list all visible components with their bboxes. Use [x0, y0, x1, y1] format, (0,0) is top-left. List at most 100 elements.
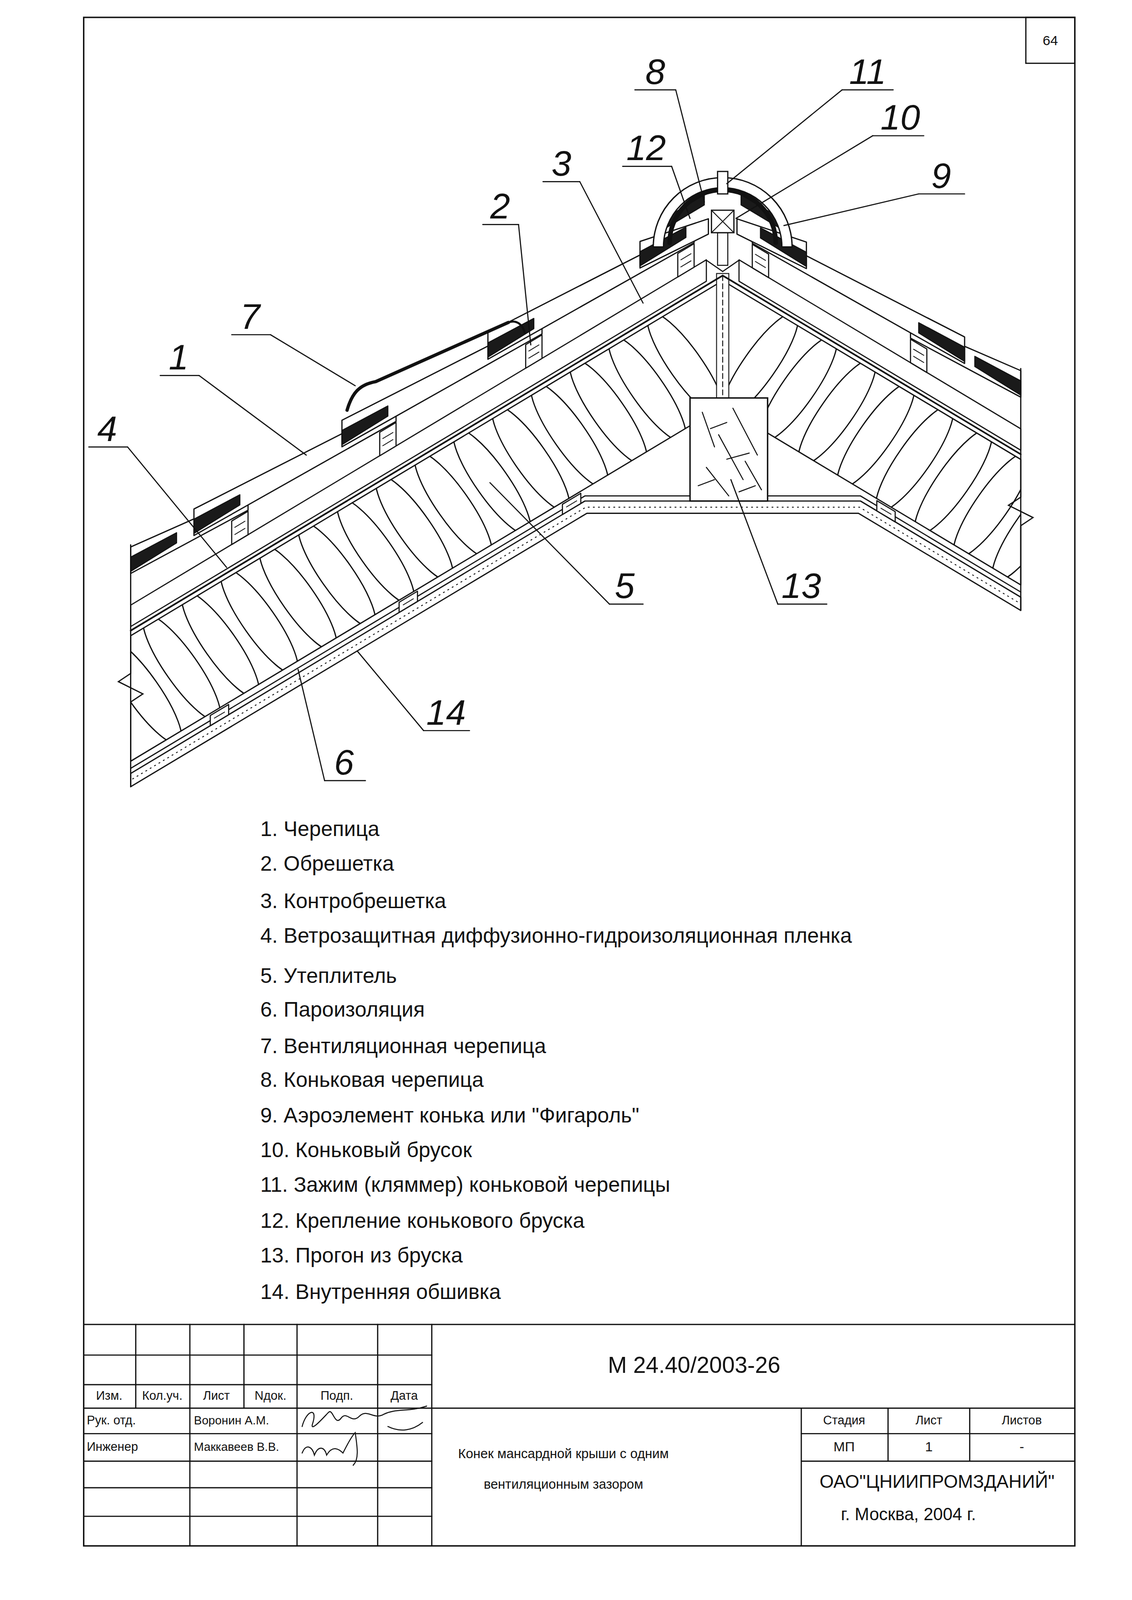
ridge-batten-bracket [669, 189, 777, 243]
batten-mark [755, 261, 766, 268]
table-line [83, 1324, 1075, 1326]
table-line [189, 1325, 191, 1547]
part-list-item: 6. Пароизоляция [260, 999, 425, 1021]
table-cell: Лист [203, 1390, 230, 1403]
callout-underline [622, 165, 672, 167]
table-line [969, 1408, 971, 1462]
part-list-item: 7. Вентиляционная черепица [260, 1035, 546, 1057]
insulation-loop [209, 560, 309, 683]
table-cell: Кол.уч. [141, 1390, 183, 1403]
wood-grain [745, 461, 762, 491]
part-list-item: 9. Аэроэлемент конька или "Фигароль" [260, 1105, 640, 1127]
signature [387, 1423, 423, 1431]
part-list-item: 3. Контробрешетка [260, 890, 446, 912]
membrane [130, 275, 1021, 632]
tile-body [341, 318, 542, 448]
roof-tile [130, 495, 248, 574]
table-line [83, 1487, 432, 1489]
batten-mark [528, 344, 539, 351]
leader-lines [88, 89, 965, 782]
insulation-loop [981, 467, 1081, 590]
insulation-loop [286, 513, 387, 637]
leader-line [297, 669, 325, 782]
roof-tile [910, 323, 1022, 398]
insulation-loop [787, 350, 887, 474]
ventilation-tile-hood [347, 322, 509, 411]
part-list-item: 13. Прогон из бруска [260, 1245, 463, 1267]
tile-body [193, 406, 397, 536]
batten-mark [680, 253, 691, 260]
part-list-item: 4. Ветрозащитная диффузионно-гидроизоляц… [260, 925, 852, 947]
callout-number: 13 [781, 568, 822, 604]
tile-body [130, 495, 248, 574]
organisation-name: ОАО"ЦНИИПРОМЗДАНИЙ" [819, 1472, 1055, 1492]
table-cell: Nдок. [254, 1390, 287, 1403]
sheet-frame [83, 17, 1075, 1547]
callout-underline [324, 780, 366, 782]
table-cell: Инженер [86, 1441, 138, 1454]
tile-nose [974, 356, 1021, 396]
sheet-border [83, 17, 1075, 1547]
leader-line [490, 482, 610, 605]
table-cell: Маккавеев В.В. [193, 1441, 280, 1454]
drawing-code: М 24.40/2003-26 [607, 1354, 781, 1378]
part-list-item: 14. Внутренняя обшивка [260, 1281, 501, 1303]
signatures [302, 1406, 427, 1466]
tile-body [752, 228, 965, 364]
wood-grain [702, 412, 715, 448]
insulation-loop [442, 420, 542, 543]
roof-section [93, 171, 1081, 788]
insulation-loop [131, 606, 232, 730]
title-block-grid [83, 1325, 1075, 1547]
roof-tile [193, 406, 397, 536]
ridge-clip [717, 171, 728, 194]
table-cell: Изм. [95, 1390, 123, 1403]
signature [302, 1433, 358, 1466]
callout-underline [609, 603, 644, 605]
table-cell: Листов [1001, 1414, 1043, 1428]
callout-number: 14 [426, 694, 466, 731]
table-line [801, 1433, 1075, 1435]
centre-line [722, 275, 724, 397]
leader-line [518, 224, 531, 345]
table-cell: - [1019, 1440, 1024, 1455]
purlin [689, 398, 768, 502]
callout-number: 11 [849, 53, 887, 90]
table-cell: Подп. [320, 1390, 354, 1403]
leader-line [671, 166, 690, 219]
place-date: г. Москва, 2004 г. [840, 1506, 976, 1524]
insulation-loop [325, 490, 426, 613]
callout-underline [231, 334, 271, 336]
tile-nose [918, 322, 965, 362]
part-list-item: 5. Утеплитель [260, 965, 397, 987]
insulation-loop [942, 443, 1043, 567]
batten-mark [234, 521, 246, 528]
batten-mark [403, 599, 414, 606]
part-list-item: 12. Крепление конькового бруска [260, 1210, 585, 1232]
callout-underline [842, 89, 894, 91]
tile-nose [341, 406, 388, 445]
table-cell: Рук. отд. [86, 1414, 136, 1428]
callout-number: 4 [97, 411, 117, 447]
insulation-loop [248, 537, 348, 660]
batten-mark [566, 500, 577, 507]
wood-grain [739, 485, 756, 492]
insulation-loop [865, 397, 965, 520]
tile-nose [193, 495, 240, 534]
drawing-title: Конек мансардной крыши с одним вентиляци… [444, 1439, 682, 1501]
break-line [118, 545, 144, 788]
batten-mark [913, 356, 924, 363]
callout-number: 6 [333, 744, 354, 781]
counter-batten [739, 260, 1021, 451]
ridge-batten [711, 210, 734, 233]
insulation-loop [403, 443, 503, 567]
batten-mark [234, 528, 246, 535]
callout-number: 1 [168, 339, 189, 376]
table-cell: Дата [390, 1390, 418, 1403]
tile-nose [130, 532, 177, 572]
leader-line [675, 89, 705, 203]
leader-line [357, 651, 424, 731]
callout-underline [482, 224, 519, 225]
signature [302, 1406, 427, 1428]
